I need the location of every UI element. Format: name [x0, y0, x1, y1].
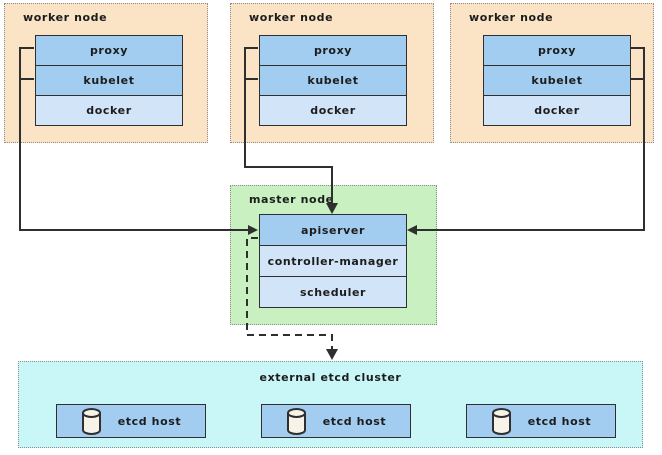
master-node-components: apiserver controller-manager scheduler — [259, 214, 407, 308]
master-controller-manager-box: controller-manager — [259, 245, 407, 277]
worker-node-1: worker node proxy kubelet docker — [4, 3, 208, 143]
etcd-cluster-title: external etcd cluster — [259, 371, 402, 384]
worker3-kubelet-box: kubelet — [483, 65, 631, 96]
etcd-host-2-label: etcd host — [322, 414, 387, 428]
etcd-host-1: etcd host — [56, 404, 206, 438]
etcd-host-2: etcd host — [261, 404, 411, 438]
database-cylinder-icon — [81, 407, 101, 435]
worker-node-2-components: proxy kubelet docker — [259, 35, 407, 126]
external-etcd-cluster: external etcd cluster etcd host etcd hos… — [18, 361, 643, 448]
worker2-proxy-box: proxy — [259, 35, 407, 66]
master-scheduler-box: scheduler — [259, 276, 407, 308]
database-cylinder-icon — [286, 407, 306, 435]
database-cylinder-icon — [491, 407, 511, 435]
etcd-host-1-label: etcd host — [117, 414, 182, 428]
worker-node-2-title: worker node — [249, 11, 334, 24]
worker-node-3: worker node proxy kubelet docker — [450, 3, 654, 143]
worker1-docker-box: docker — [35, 95, 183, 126]
master-node: master node apiserver controller-manager… — [230, 185, 437, 325]
worker2-docker-box: docker — [259, 95, 407, 126]
etcd-host-3: etcd host — [466, 404, 616, 438]
worker3-proxy-box: proxy — [483, 35, 631, 66]
worker-node-3-title: worker node — [469, 11, 554, 24]
worker-node-1-title: worker node — [23, 11, 108, 24]
etcd-host-3-label: etcd host — [527, 414, 592, 428]
worker-node-1-components: proxy kubelet docker — [35, 35, 183, 126]
worker2-kubelet-box: kubelet — [259, 65, 407, 96]
worker1-kubelet-box: kubelet — [35, 65, 183, 96]
master-node-title: master node — [249, 193, 334, 206]
worker-node-3-components: proxy kubelet docker — [483, 35, 631, 126]
master-apiserver-box: apiserver — [259, 214, 407, 246]
worker3-docker-box: docker — [483, 95, 631, 126]
worker-node-2: worker node proxy kubelet docker — [230, 3, 434, 143]
worker1-proxy-box: proxy — [35, 35, 183, 66]
